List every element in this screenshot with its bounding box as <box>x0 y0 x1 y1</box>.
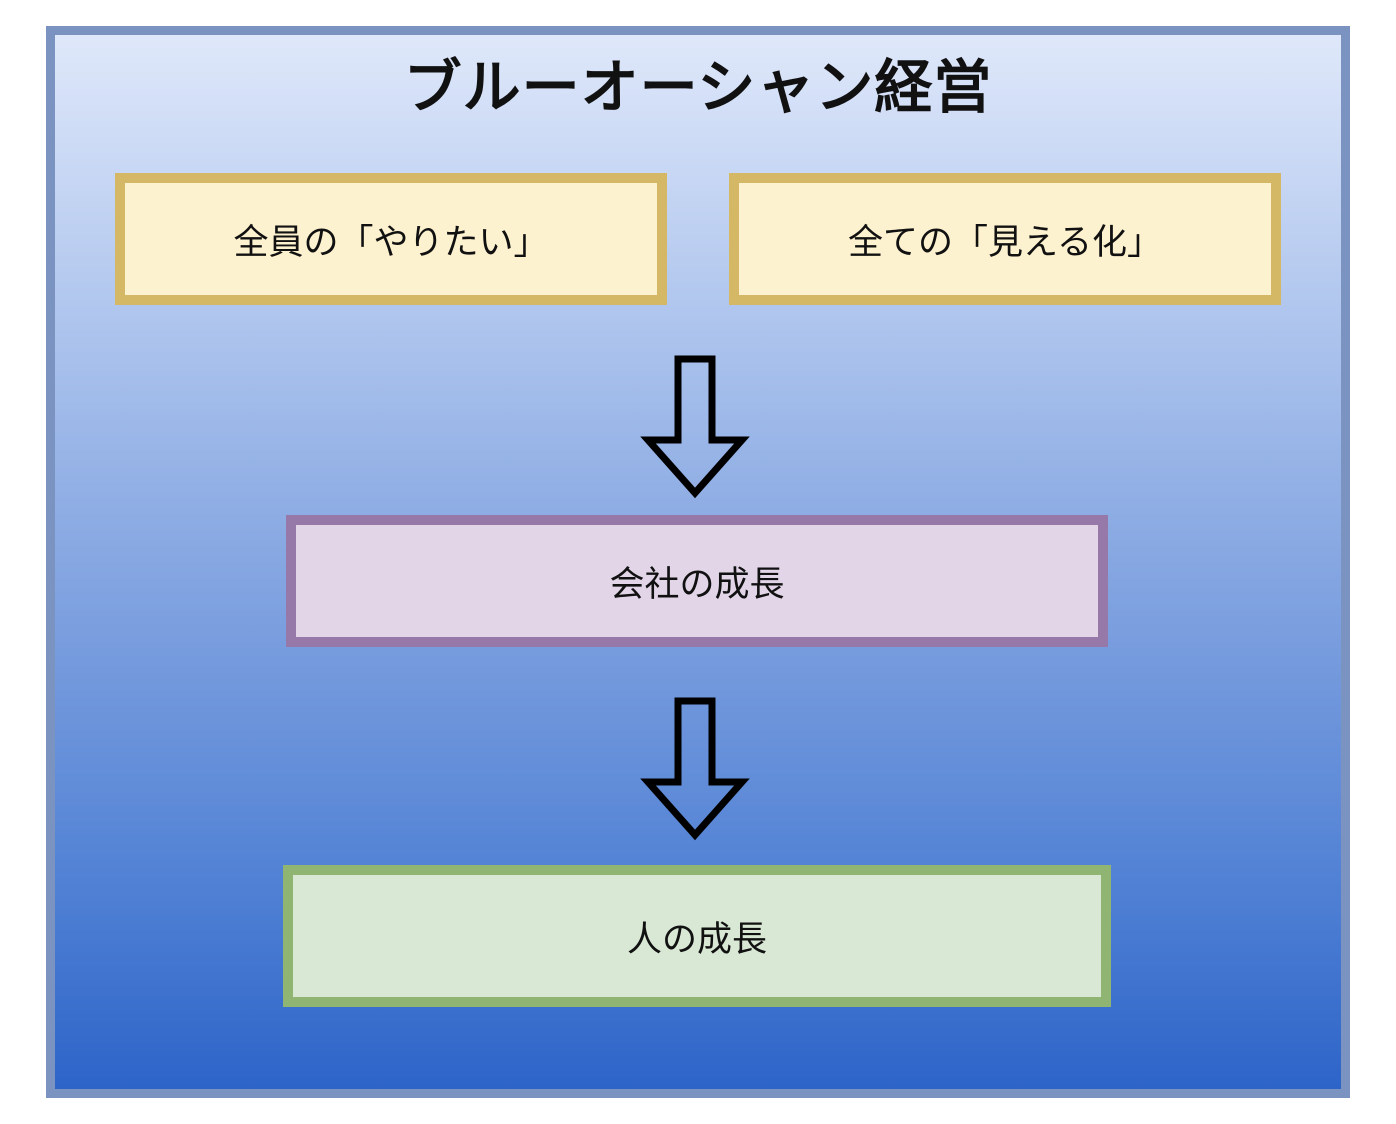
down-arrow-icon <box>640 697 750 841</box>
box-everyone-wants: 全員の「やりたい」 <box>115 173 667 305</box>
box-company-growth: 会社の成長 <box>286 515 1108 647</box>
down-arrow-icon <box>640 355 750 499</box>
diagram-frame: ブルーオーシャン経営 全員の「やりたい」 全ての「見える化」 会社の成長 人の成… <box>46 26 1350 1098</box>
box-people-growth-label: 人の成長 <box>626 919 767 960</box>
diagram-title: ブルーオーシャン経営 <box>403 53 993 121</box>
box-visualization-label: 全ての「見える化」 <box>848 222 1162 263</box>
box-company-growth-label: 会社の成長 <box>609 564 785 605</box>
box-visualization: 全ての「見える化」 <box>729 173 1281 305</box>
box-people-growth: 人の成長 <box>283 865 1111 1007</box>
box-everyone-wants-label: 全員の「やりたい」 <box>233 222 549 263</box>
